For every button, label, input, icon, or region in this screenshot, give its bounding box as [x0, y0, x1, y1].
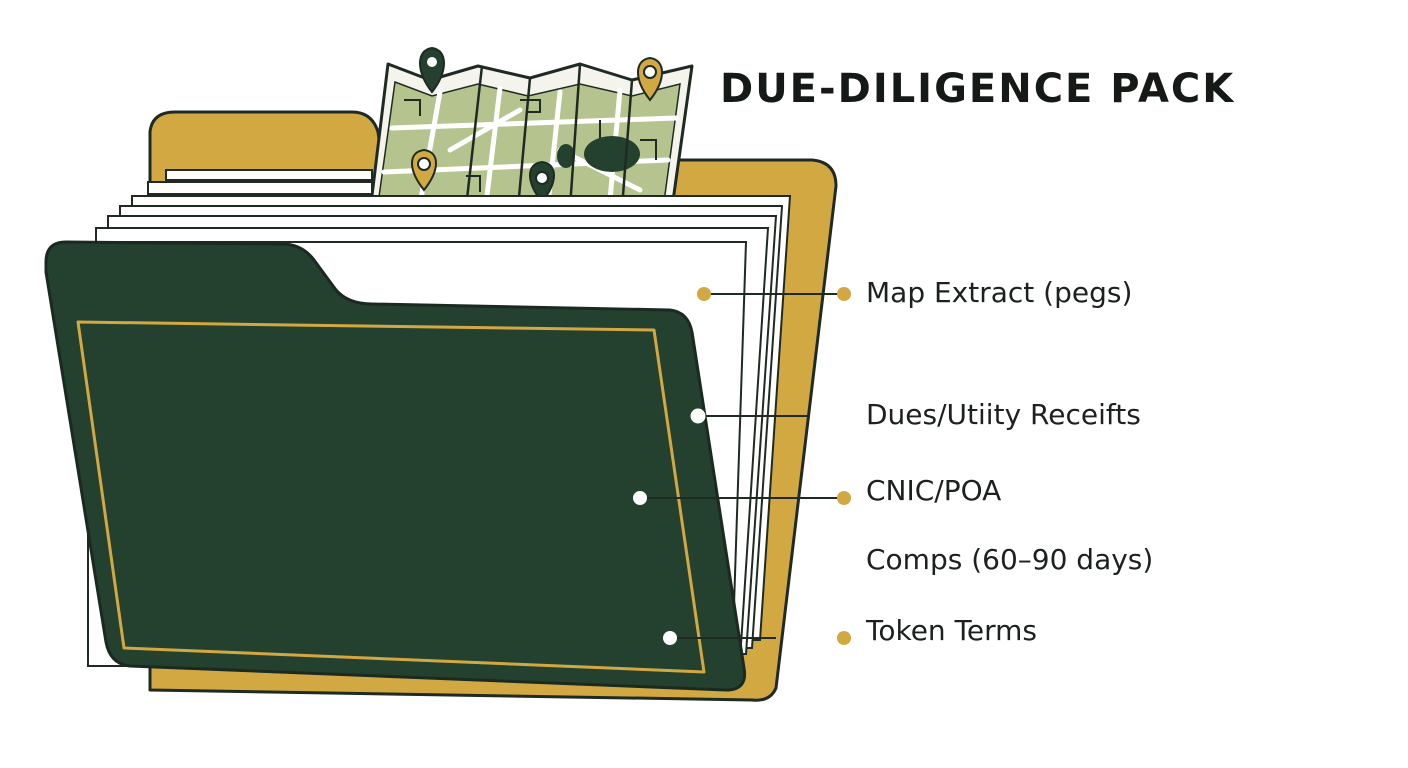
label-comps: Comps (60–90 days): [866, 543, 1154, 576]
label-cnic-poa: CNIC/POA: [866, 474, 1002, 507]
label-token-terms: Token Terms: [866, 614, 1038, 647]
page-title: DUE-DILIGENCE PACK: [720, 66, 1236, 112]
label-map-extract: Map Extract (pegs): [866, 276, 1133, 309]
leader-token: [663, 631, 851, 645]
map-pin-icon: [419, 46, 445, 94]
map-pin-icon: [411, 148, 437, 192]
label-dues-utility-receipts: Dues/Utiity Receifts: [866, 398, 1141, 431]
map-pin-icon: [529, 160, 555, 204]
leader-map-extract: [697, 287, 851, 301]
map-pin-icon: [637, 56, 663, 102]
leader-dues: [690, 408, 808, 424]
leader-cnic: [633, 491, 851, 505]
folder-front: [44, 240, 747, 692]
